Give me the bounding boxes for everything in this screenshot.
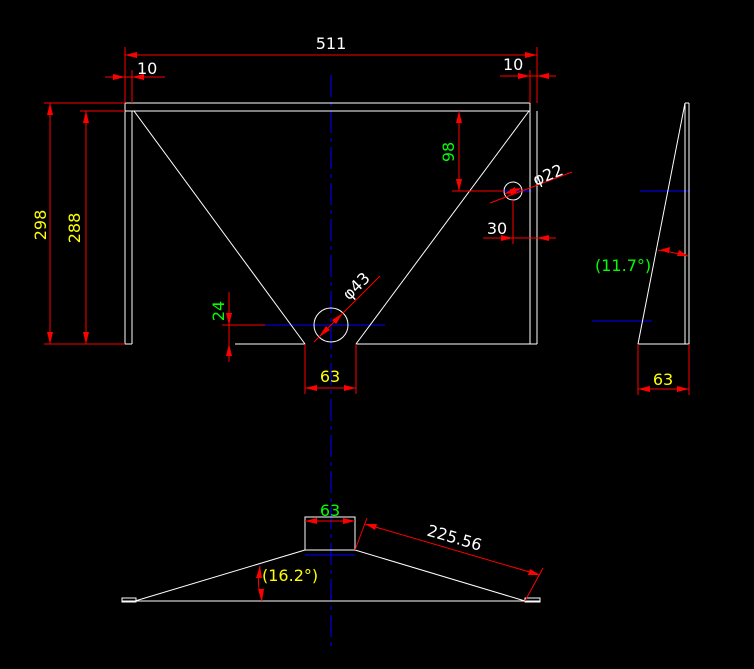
arrow: [528, 569, 540, 575]
arrow: [537, 73, 549, 79]
plan-left-foot: [121, 597, 137, 603]
arrow: [537, 235, 549, 241]
dimension-lines: [44, 47, 690, 602]
arrow: [305, 385, 317, 391]
dim-side-angle: (11.7°): [595, 256, 651, 275]
arrow: [456, 179, 462, 191]
arrow: [256, 566, 262, 578]
arrow: [47, 103, 53, 115]
plan-left-slope: [134, 549, 306, 602]
arrow: [113, 74, 125, 80]
arrow: [332, 313, 343, 324]
dim-22556-ext-right: [524, 567, 544, 602]
dim-left-offset: 10: [137, 59, 157, 78]
arrow: [343, 518, 355, 524]
arrow: [344, 385, 356, 391]
arrowheads: [47, 52, 689, 601]
plan-view: [121, 516, 541, 603]
arrow: [510, 188, 522, 195]
arrow: [226, 313, 232, 325]
arrow: [501, 235, 513, 241]
arrow: [83, 111, 89, 123]
arrow: [305, 518, 317, 524]
arrow: [226, 344, 232, 356]
arrow: [132, 74, 144, 80]
dim-hole-small-depth: 98: [439, 142, 458, 162]
dimension-labels: 511 10 10 298 288 98 φ22 30 φ43 24 63 (1…: [31, 34, 673, 585]
left-diagonal: [133, 110, 306, 345]
arrow: [456, 111, 462, 123]
dim-overall-width: 511: [316, 34, 347, 53]
dim-phi22-leader: [489, 171, 573, 204]
dim-plan-slot-width: 63: [320, 501, 340, 520]
front-view: [124, 102, 538, 345]
arrow: [677, 250, 688, 256]
arrow: [677, 386, 689, 392]
dim-inner-height: 288: [65, 213, 84, 244]
arrow: [525, 52, 537, 58]
plan-right-slope: [354, 549, 526, 602]
large-hole: [313, 307, 349, 343]
top-flange: [124, 102, 531, 112]
dim-bottom-slot-width: 63: [320, 367, 340, 386]
arrow: [638, 386, 650, 392]
dim-hole-small-offset: 30: [487, 219, 507, 238]
dim-side-width: 63: [653, 370, 673, 389]
dim-overall-height: 298: [31, 210, 50, 241]
arrow: [660, 247, 670, 253]
arrow: [365, 524, 377, 530]
dim-hole-large-height: 24: [209, 301, 228, 321]
dim-22556-ext-left: [354, 517, 368, 551]
dim-22556-line: [364, 523, 541, 576]
arrow: [258, 589, 264, 601]
side-slope: [637, 102, 686, 345]
arrow: [319, 326, 330, 337]
dim-plan-angle: (16.2°): [262, 566, 318, 585]
right-diagonal: [355, 110, 530, 345]
arrow: [47, 332, 53, 344]
arrow: [518, 73, 530, 79]
dim-right-offset: 10: [503, 55, 523, 74]
arrow: [83, 332, 89, 344]
side-view: [637, 102, 690, 345]
arrow: [125, 52, 137, 58]
